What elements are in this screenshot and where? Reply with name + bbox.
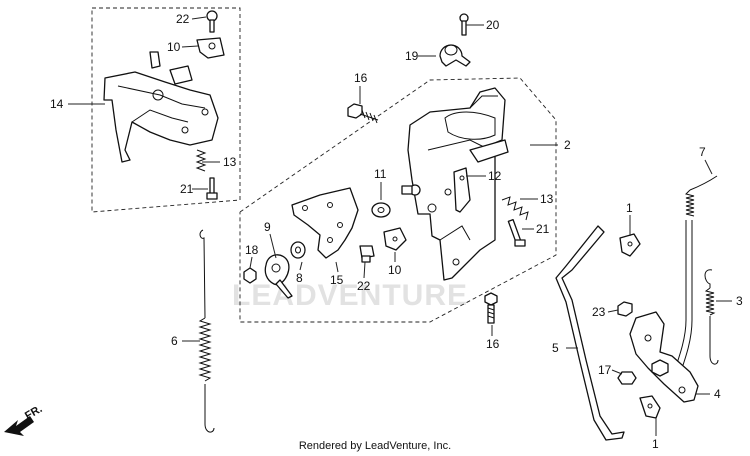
- callout-12: 12: [488, 169, 502, 183]
- nut-part-18: [243, 267, 257, 284]
- callout-7: 7: [699, 145, 706, 159]
- callout-13-center: 13: [540, 192, 554, 206]
- callout-9: 9: [264, 220, 271, 234]
- callout-15: 15: [330, 273, 344, 287]
- spring-part-13-center: [501, 196, 529, 221]
- bolt-part-22-center: [359, 245, 375, 263]
- spring-cam-part-9: [264, 254, 293, 299]
- clip-part-1-upper: [619, 233, 641, 257]
- callout-labels: 22 10 14 13 21 20 19 16 2 12 13 21 11 9 …: [50, 12, 743, 451]
- callout-1-upper: 1: [626, 201, 633, 215]
- callout-19: 19: [405, 49, 419, 63]
- spring-part-6: [198, 229, 215, 433]
- callout-18: 18: [245, 243, 259, 257]
- nut-part-23: [617, 301, 633, 317]
- group-box-upper-left: [91, 7, 241, 213]
- callout-4: 4: [714, 387, 721, 401]
- clip-part-10-upper: [196, 37, 225, 59]
- callout-13-upper: 13: [223, 155, 237, 169]
- direction-label: FR.: [23, 403, 44, 422]
- callout-16-upper: 16: [354, 71, 368, 85]
- arm-part-4: [629, 311, 699, 403]
- callout-8: 8: [296, 271, 303, 285]
- callout-16-lower: 16: [486, 337, 500, 351]
- clip-part-1-lower: [639, 395, 661, 419]
- bracket-part-14: [103, 51, 219, 163]
- callout-2: 2: [564, 138, 571, 152]
- washer-part-8: [290, 241, 306, 259]
- screw-part-20: [459, 13, 469, 36]
- callout-20: 20: [486, 18, 500, 32]
- lever-plate-part-15: [291, 187, 359, 259]
- callout-10-upper: 10: [167, 40, 181, 54]
- callout-21-center: 21: [536, 222, 550, 236]
- clip-part-10-center: [383, 227, 407, 251]
- callout-22-upper: 22: [176, 12, 190, 26]
- watermark-text: LEADVENTURE: [232, 279, 468, 312]
- spring-part-13-upper: [195, 149, 207, 172]
- callout-11: 11: [374, 167, 387, 181]
- callout-10-center: 10: [388, 263, 402, 277]
- callout-6: 6: [171, 334, 178, 348]
- bolt-part-16-lower: [484, 292, 498, 324]
- bolt-part-22-upper: [206, 10, 218, 33]
- link-part-12: [453, 167, 471, 213]
- callout-14: 14: [50, 97, 64, 111]
- leader-lines: [68, 16, 732, 436]
- bolt-part-16-upper: [347, 103, 379, 124]
- bolt-part-21-center: [507, 218, 526, 247]
- callout-17: 17: [598, 363, 612, 377]
- callout-1-lower: 1: [652, 437, 659, 451]
- footer-credit: Rendered by LeadVenture, Inc.: [298, 440, 452, 452]
- bolt-part-21-upper: [206, 177, 218, 200]
- group-box-center: [239, 77, 557, 323]
- callout-5: 5: [552, 341, 559, 355]
- washer-part-11: [371, 202, 391, 218]
- rod-part-5: [555, 225, 625, 441]
- callout-21-upper: 21: [180, 182, 194, 196]
- nut-part-17: [617, 371, 637, 385]
- callout-3: 3: [736, 294, 743, 308]
- callout-23: 23: [592, 305, 606, 319]
- callout-22-center: 22: [357, 279, 371, 293]
- front-direction-arrow-icon: [4, 416, 34, 436]
- clamp-part-19: [439, 44, 471, 67]
- spring-part-3: [704, 269, 719, 365]
